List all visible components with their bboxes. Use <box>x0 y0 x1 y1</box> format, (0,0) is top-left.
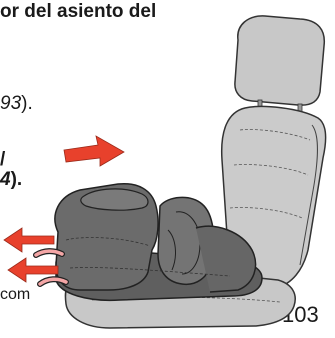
arrow-push-right-icon <box>63 135 125 167</box>
figure-reference-1-close: ). <box>21 93 33 114</box>
latch-strap-upper-fill <box>34 249 64 257</box>
booster-seat <box>54 182 263 302</box>
figure-reference-1: 93). <box>0 94 33 113</box>
booster-stitching <box>65 237 231 277</box>
arrow-pull-left-upper-icon <box>3 227 55 253</box>
arrow-pull-left-lower-icon <box>7 257 59 283</box>
figure-reference-2-close: ). <box>10 169 23 190</box>
section-heading: or del asiento del <box>0 1 157 22</box>
figure-reference-1-number: 93 <box>0 93 22 114</box>
latch-strap-lower-fill <box>38 277 68 286</box>
latch-straps <box>33 248 69 287</box>
booster-seat-shell <box>54 182 159 291</box>
direction-arrows <box>3 135 125 283</box>
booster-backrest-side <box>195 225 257 293</box>
text-slash: / <box>0 149 6 170</box>
booster-seat-top <box>80 188 149 211</box>
figure-reference-2-number: 4 <box>0 169 11 190</box>
seat-headrest <box>234 15 326 106</box>
seat-backrest-stitching <box>229 129 311 219</box>
website-fragment: com <box>0 286 31 303</box>
seat-cushion-stitching <box>91 296 281 303</box>
figure-reference-2: 4). <box>0 170 22 189</box>
seat-backrest-side <box>299 124 318 266</box>
